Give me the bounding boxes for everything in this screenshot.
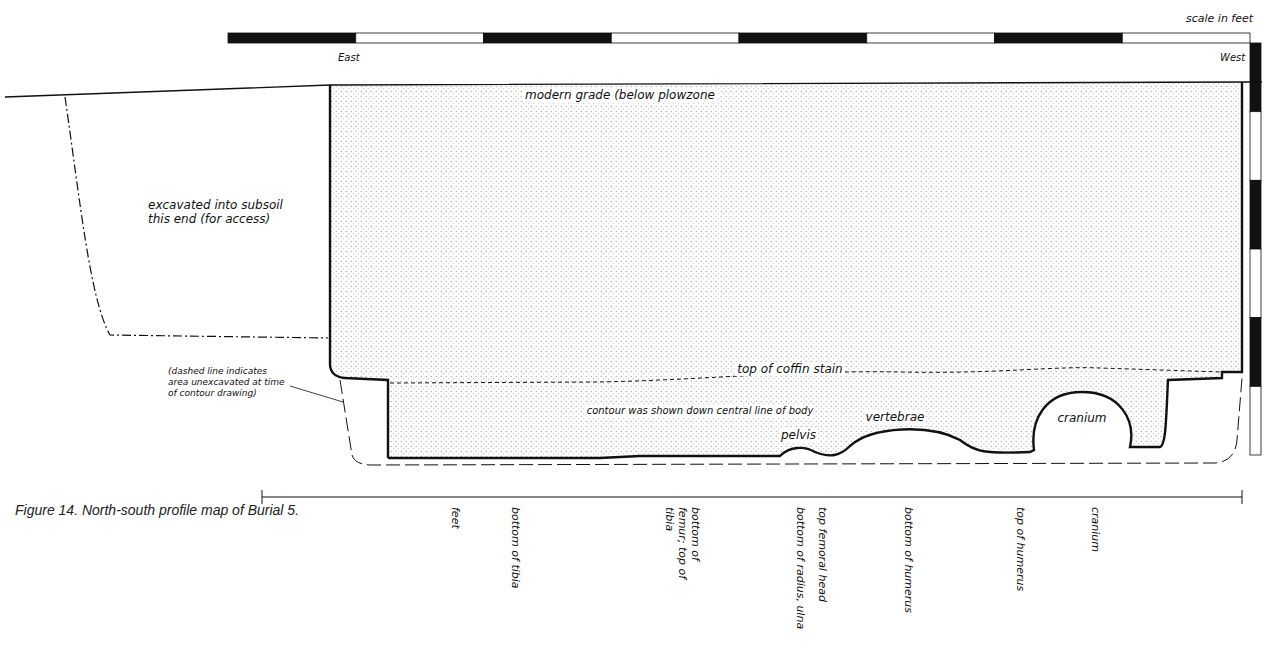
scale-segment xyxy=(995,33,1123,43)
scale-segment xyxy=(867,33,995,43)
measure-label: top of humerus xyxy=(1014,507,1027,591)
scale-segment xyxy=(1250,386,1261,455)
measure-label: cranium xyxy=(1089,507,1102,552)
note-label: contour was shown down central line of b… xyxy=(585,405,816,417)
figure-caption: Figure 14. North-south profile map of Bu… xyxy=(15,502,299,519)
scale-title: scale in feet xyxy=(1186,12,1253,25)
unexcavated-outline xyxy=(340,378,1242,465)
scale-segment xyxy=(611,33,739,43)
grave-wall xyxy=(330,85,388,458)
bone-label: cranium xyxy=(1055,411,1108,425)
measurement-line xyxy=(262,490,1242,504)
scale-segment xyxy=(1250,180,1261,249)
measure-label: bottom of humerus xyxy=(902,507,915,613)
measure-label: top femoral head xyxy=(816,507,829,602)
measure-label: bottom of femur; top of tibia xyxy=(662,507,702,599)
bone-label: vertebrae xyxy=(864,410,927,424)
scale-segment xyxy=(356,33,484,43)
direction-label: West xyxy=(1220,52,1245,64)
scale-segment xyxy=(739,33,867,43)
measure-label: bottom of tibia xyxy=(509,507,522,589)
scale-bar xyxy=(228,33,1250,43)
body-contour xyxy=(388,82,1242,458)
scale-segment xyxy=(1250,249,1261,318)
scale-segment xyxy=(228,33,356,43)
grave-fill xyxy=(330,82,1242,458)
scale-segment xyxy=(484,33,612,43)
measure-label: feet xyxy=(449,507,462,529)
measure-label: bottom of radius, ulna xyxy=(794,507,807,629)
scale-segment xyxy=(1250,43,1261,112)
stain-label: top of coffin stain xyxy=(735,362,844,376)
access-excavation-outline xyxy=(65,97,328,338)
scale-segment xyxy=(1250,112,1261,181)
note-label: (dashed line indicates area unexcavated … xyxy=(168,366,290,398)
scale-segment xyxy=(1122,33,1250,43)
scale-segment xyxy=(1250,318,1261,387)
bone-label: pelvis xyxy=(779,428,818,442)
note-label: excavated into subsoil this end (for acc… xyxy=(148,198,298,227)
grade-label: modern grade (below plowzone xyxy=(523,88,717,102)
scale-bar xyxy=(1250,43,1261,455)
leader-line xyxy=(290,386,343,402)
direction-label: East xyxy=(338,52,360,64)
